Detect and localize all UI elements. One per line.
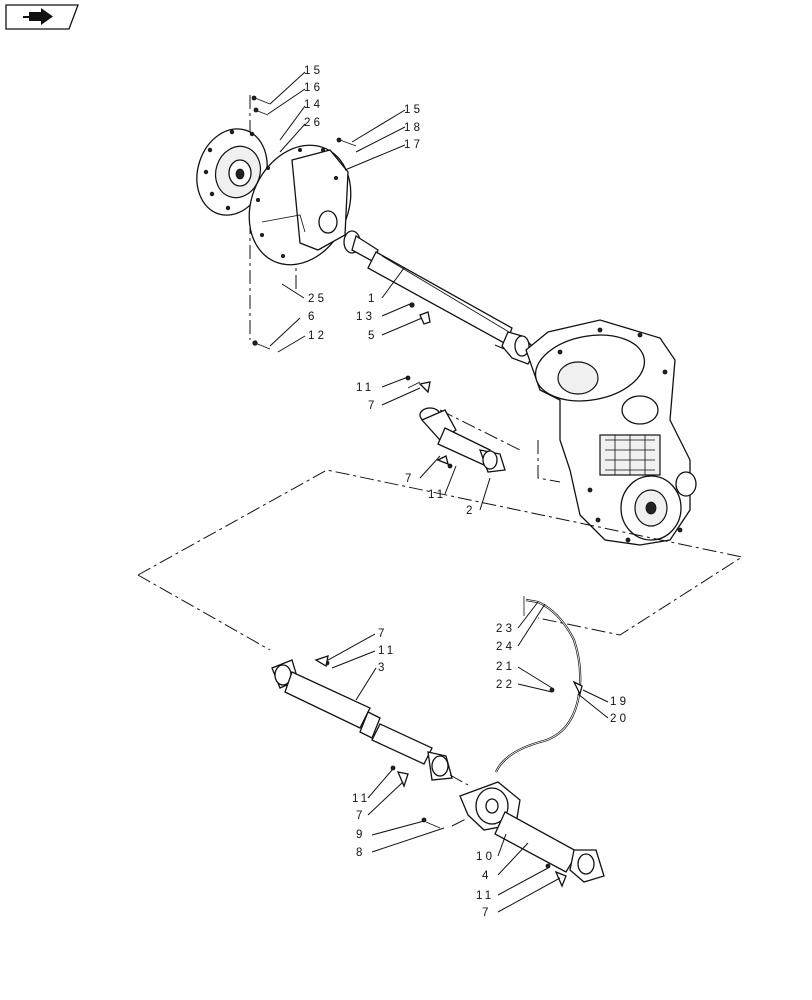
callout-22: 22 <box>496 679 515 691</box>
callout-11: 11 <box>476 890 494 902</box>
callout-4: 4 <box>482 870 492 882</box>
callout-7: 7 <box>405 473 415 485</box>
callout-7: 7 <box>356 810 366 822</box>
callout-20: 20 <box>610 713 629 725</box>
drive-shaft-3 <box>271 655 469 788</box>
transmission <box>525 319 697 546</box>
callout-26: 26 <box>304 117 323 129</box>
flex-plate <box>196 128 268 216</box>
callout-1: 1 <box>368 293 378 305</box>
callout-3: 3 <box>378 662 388 674</box>
assembly-frame <box>137 469 744 636</box>
callout-11: 11 <box>352 793 370 805</box>
callout-23: 23 <box>496 623 515 635</box>
callout-13: 13 <box>356 311 375 323</box>
drive-shaft-1 <box>343 230 537 365</box>
callout-labels: 15 16 14 26 15 18 17 25 1 13 5 6 12 11 7… <box>304 65 629 919</box>
next-page-button[interactable] <box>5 4 79 30</box>
callout-25: 25 <box>308 293 327 305</box>
callout-21: 21 <box>496 661 515 673</box>
callout-24: 24 <box>496 641 515 653</box>
callout-leaders <box>267 71 609 913</box>
callout-2: 2 <box>466 505 476 517</box>
drive-shaft-2 <box>405 375 521 473</box>
callout-19: 19 <box>610 696 629 708</box>
callout-14: 14 <box>304 99 323 111</box>
callout-11: 11 <box>356 382 374 394</box>
callout-6: 6 <box>308 311 318 323</box>
callout-18: 18 <box>404 122 423 134</box>
callout-16: 16 <box>304 82 323 94</box>
callout-5: 5 <box>368 330 378 342</box>
callout-15: 15 <box>304 65 323 77</box>
drive-assembly-upper <box>196 95 537 365</box>
bell-housing <box>248 144 352 266</box>
bolts-upper <box>251 95 431 350</box>
arrow-right-icon <box>23 8 53 25</box>
callout-11: 11 <box>378 645 396 657</box>
callout-12: 12 <box>308 330 327 342</box>
callout-7: 7 <box>378 628 388 640</box>
callout-11: 11 <box>428 489 446 501</box>
callout-9: 9 <box>356 829 366 841</box>
drive-shaft-4 <box>421 781 605 888</box>
callout-15: 15 <box>404 104 423 116</box>
callout-7: 7 <box>368 400 378 412</box>
callout-7: 7 <box>482 907 492 919</box>
callout-17: 17 <box>404 139 423 151</box>
callout-10: 10 <box>476 851 495 863</box>
callout-8: 8 <box>356 847 366 859</box>
